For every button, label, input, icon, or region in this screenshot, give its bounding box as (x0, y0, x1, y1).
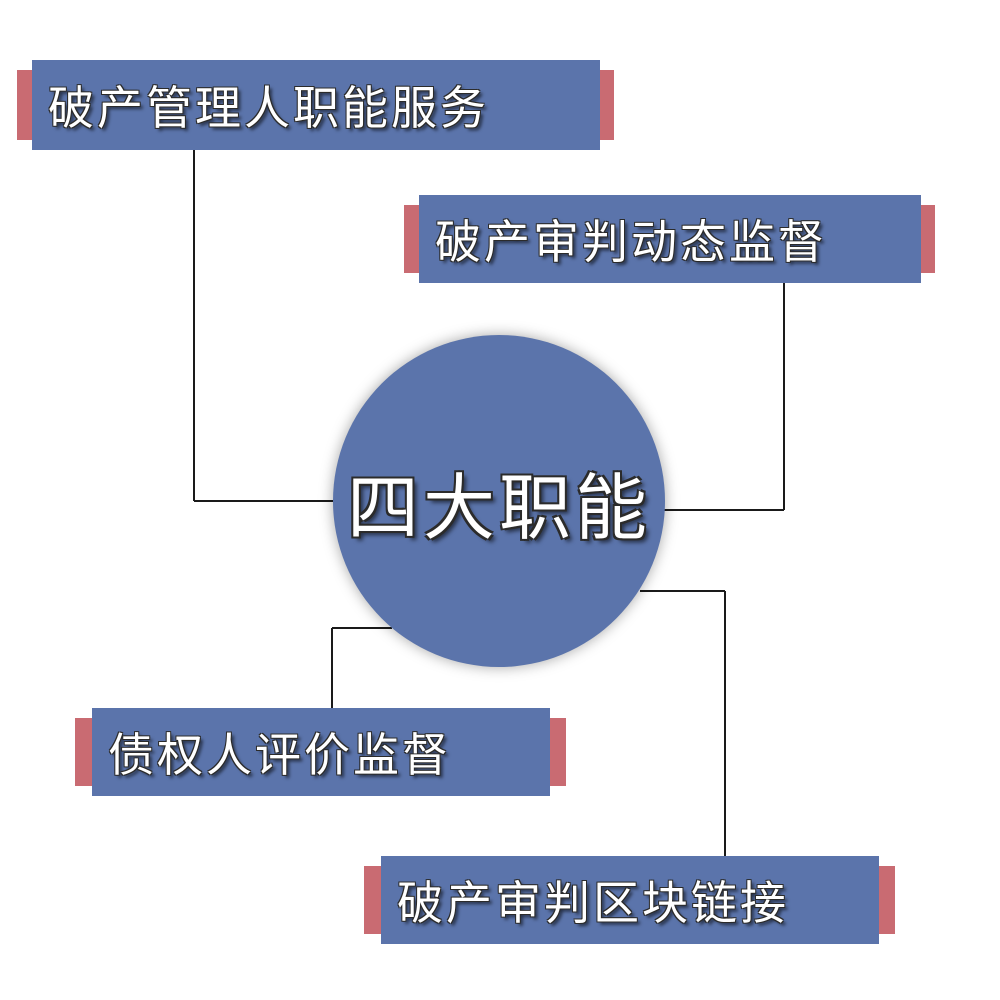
function-label: 债权人评价监督 (108, 728, 451, 782)
box-3-left-tab (75, 718, 92, 786)
function-box-creditor-evaluation: 债权人评价监督 (92, 708, 550, 796)
box-2-left-tab (404, 205, 419, 273)
center-label: 四大职能 (346, 465, 651, 550)
function-label: 破产管理人职能服务 (48, 81, 489, 135)
function-box-blockchain: 破产审判区块链接 (381, 856, 879, 944)
box-1-right-tab (599, 70, 614, 140)
function-label: 破产审判动态监督 (435, 215, 827, 269)
box-4-right-tab (878, 866, 895, 934)
box-4-left-tab (364, 866, 381, 934)
function-box-trial-monitoring: 破产审判动态监督 (419, 195, 921, 283)
function-label: 破产审判区块链接 (397, 876, 789, 930)
function-box-manager-service: 破产管理人职能服务 (32, 60, 600, 150)
box-2-right-tab (920, 205, 935, 273)
center-circle: 四大职能 (333, 335, 665, 667)
box-3-right-tab (549, 718, 566, 786)
box-1-left-tab (17, 70, 32, 140)
